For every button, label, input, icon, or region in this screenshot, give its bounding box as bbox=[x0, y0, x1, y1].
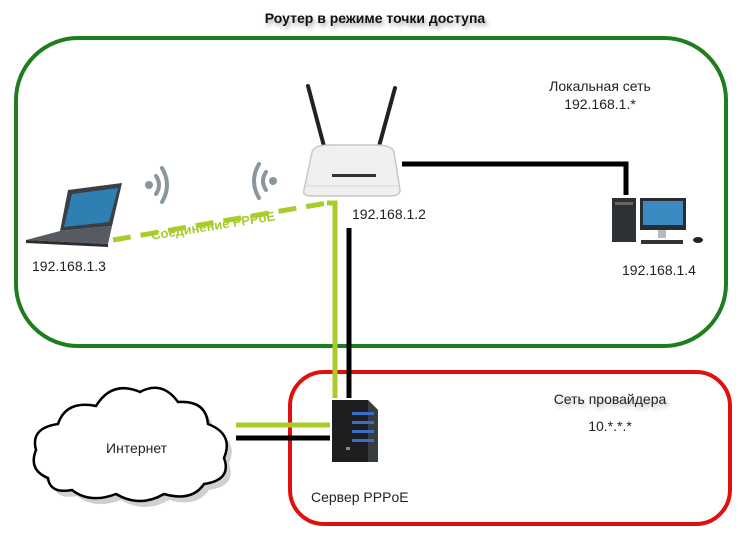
pppoe-link-router-server bbox=[327, 200, 338, 398]
pppoe-dashed-link bbox=[112, 200, 328, 243]
provider-network-boundary bbox=[288, 370, 732, 526]
provider-network-subnet: 10.*.*.* bbox=[588, 418, 632, 434]
laptop-icon bbox=[26, 183, 122, 247]
laptop-ip: 192.168.1.3 bbox=[32, 258, 106, 274]
local-network-subnet: 192.168.1.* bbox=[564, 96, 636, 112]
provider-network-label: Сеть провайдера bbox=[553, 391, 667, 407]
local-network-boundary bbox=[14, 36, 728, 348]
diagram-title: Роутер в режиме точки доступа bbox=[264, 10, 486, 26]
wifi-signal-icon bbox=[145, 166, 169, 204]
server-icon bbox=[332, 400, 378, 462]
local-network-label: Локальная сеть bbox=[549, 78, 651, 94]
desktop-ip: 192.168.1.4 bbox=[622, 262, 696, 278]
internet-label: Интернет bbox=[106, 440, 168, 456]
server-label: Сервер PPPoE bbox=[311, 489, 409, 505]
wifi-signal-icon bbox=[252, 162, 277, 200]
router-ip: 192.168.1.2 bbox=[352, 206, 426, 222]
desktop-computer-icon bbox=[612, 198, 703, 244]
router-icon bbox=[302, 84, 401, 197]
wired-link-router-desktop bbox=[402, 161, 629, 195]
cloud-icon bbox=[32, 386, 232, 507]
